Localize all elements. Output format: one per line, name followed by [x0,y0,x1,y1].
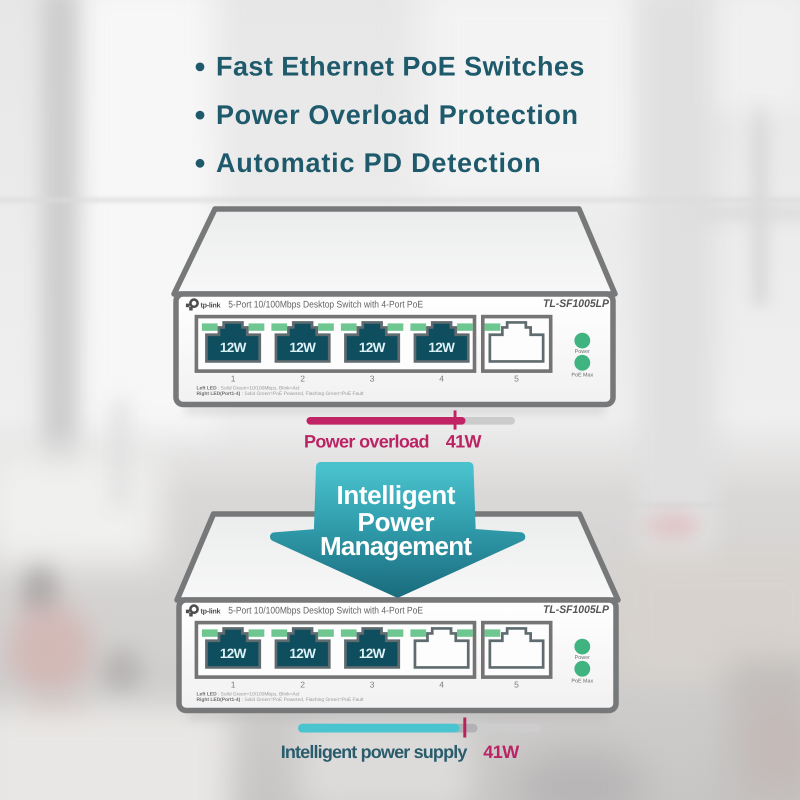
svg-text:2: 2 [300,374,305,384]
svg-text:12W: 12W [220,646,247,661]
svg-text:12W: 12W [289,340,316,355]
svg-text:PoE Max: PoE Max [571,372,593,378]
svg-text:41W: 41W [446,432,482,452]
svg-text:5: 5 [514,374,519,384]
svg-text:12W: 12W [220,340,247,355]
svg-text:3: 3 [370,680,375,690]
svg-text:TL-SF1005LP: TL-SF1005LP [543,298,610,310]
svg-text:Intelligent power supply: Intelligent power supply [281,742,468,762]
svg-text:2: 2 [300,680,305,690]
svg-text:Left LED : Solid Green=10/100: Left LED : Solid Green=10/100Mbps, Blink… [197,385,301,391]
svg-text:Left LED : Solid Green=10/100: Left LED : Solid Green=10/100Mbps, Blink… [197,691,301,697]
svg-text:Fast Ethernet PoE Switches: Fast Ethernet PoE Switches [216,52,584,82]
svg-text:Power Overload Protection: Power Overload Protection [216,100,578,130]
svg-text:4: 4 [439,680,444,690]
svg-text:12W: 12W [359,340,386,355]
svg-text:Management: Management [320,531,472,561]
svg-text:12W: 12W [428,340,455,355]
svg-text:4: 4 [439,374,444,384]
svg-text:12W: 12W [289,646,316,661]
svg-text:PoE Max: PoE Max [571,678,593,684]
svg-text:Automatic PD Detection: Automatic PD Detection [216,148,541,178]
svg-text:Power: Power [575,349,590,355]
svg-text:5: 5 [514,680,519,690]
svg-text:Right LED(Port1-4) : Solid Gr: Right LED(Port1-4) : Solid Green=PoE Pow… [197,697,365,703]
svg-text:1: 1 [231,680,236,690]
svg-text:Power: Power [358,507,435,537]
svg-text:tp-link: tp-link [201,607,221,616]
svg-text:1: 1 [231,374,236,384]
svg-text:Intelligent: Intelligent [337,480,456,510]
svg-text:41W: 41W [483,742,519,762]
svg-text:TL-SF1005LP: TL-SF1005LP [543,604,610,616]
svg-text:Right LED(Port1-4) : Solid Gr: Right LED(Port1-4) : Solid Green=PoE Pow… [197,391,365,397]
svg-text:5-Port 10/100Mbps Desktop Swit: 5-Port 10/100Mbps Desktop Switch with 4-… [228,605,423,616]
svg-text:5-Port 10/100Mbps Desktop Swit: 5-Port 10/100Mbps Desktop Switch with 4-… [228,299,423,310]
svg-text:Power: Power [575,655,590,661]
svg-text:tp-link: tp-link [201,301,221,310]
svg-text:Power overload: Power overload [304,432,430,452]
svg-text:12W: 12W [359,646,386,661]
svg-text:3: 3 [370,374,375,384]
